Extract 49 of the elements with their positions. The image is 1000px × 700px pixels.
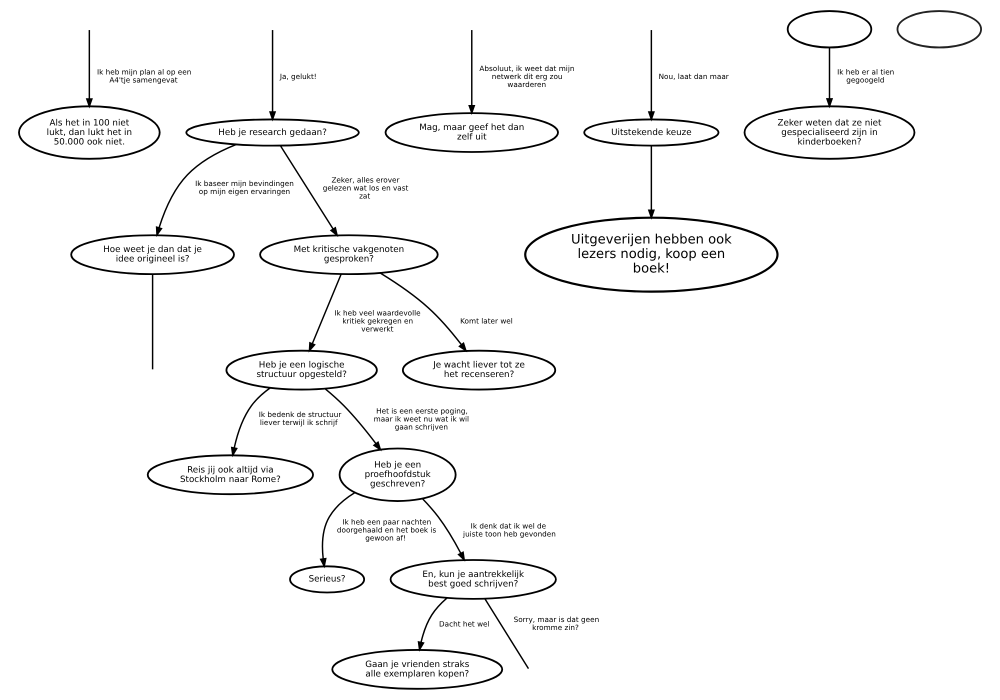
edge-label: Dacht het wel — [439, 620, 490, 629]
node-ellipse: En, kun je aantrekkelijk best goed schrijven? — [390, 559, 557, 600]
node-ellipse: Hoe weet je dan dat je idee origineel is? — [70, 234, 235, 276]
node-ellipse: Heb je research gedaan? — [185, 118, 360, 147]
node-ellipse: Gaan je vrienden straks alle exemplaren kopen? — [331, 649, 504, 690]
edge-label: Sorry, maar is dat geen kromme zin? — [514, 615, 600, 632]
connector — [484, 598, 530, 670]
edge-label: Ik heb er al tien gegoogeld — [837, 68, 894, 85]
node-ellipse: Zeker weten dat ze niet gespecialiseerd zijn in kinderboeken? — [744, 105, 916, 160]
arrow — [230, 387, 271, 458]
arrow — [422, 498, 466, 562]
arrow — [648, 30, 655, 122]
arrow — [280, 145, 338, 238]
arrow — [826, 47, 834, 108]
arrow — [468, 30, 476, 116]
arrow — [418, 598, 448, 652]
node-ellipse: Heb je een proefhoofdstuk geschreven? — [338, 448, 457, 502]
arrow — [320, 492, 356, 568]
node-ellipse: Serieus? — [289, 565, 366, 594]
arrow — [380, 272, 468, 352]
node-ellipse: Uitstekende keuze — [583, 118, 720, 147]
arrow — [156, 144, 237, 237]
edge-label: Ik baseer mijn bevindingen op mijn eigen ervaringen — [195, 179, 294, 196]
node-ellipse: Reis jij ook altijd via Stockholm naar Rome? — [146, 454, 314, 496]
edge-label: Ja, gelukt! — [280, 72, 317, 82]
node-ellipse — [786, 10, 872, 48]
edge-label: Zeker, alles erover gelezen wat los en vast zat — [322, 175, 408, 200]
edge-label: Absoluut, ik weet dat mijn netwerk dit erg zou waarderen — [479, 64, 574, 90]
arrow — [86, 30, 93, 108]
node-ellipse: Mag, maar geef het dan zelf uit — [384, 112, 559, 153]
edge-label: Ik heb mijn plan al op een A4'tje samengevat — [96, 68, 192, 85]
edge-label: Ik heb veel waardevolle kritiek gekregen en verwerkt — [334, 308, 421, 334]
arrow — [648, 146, 655, 220]
node-ellipse: Uitgeverijen hebben ook lezers nodig, koop een boek! — [524, 216, 779, 293]
connector — [152, 274, 154, 370]
edge-label: Ik heb een paar nachten doorgehaald en het boek is gewoon af! — [336, 518, 436, 543]
edge-label: Nou, laat dan maar — [658, 72, 729, 82]
node-ellipse — [896, 10, 982, 48]
arrow — [308, 274, 342, 353]
edge-label: Ik bedenk de structuur liever terwijl ik schrijf — [258, 410, 342, 427]
node-ellipse: Met kritische vakgenoten gesproken? — [259, 234, 439, 276]
arrow — [268, 30, 276, 122]
node-ellipse: Als het in 100 niet lukt, dan lukt het in 50.000 ook niet. — [18, 105, 161, 160]
edge-label: Het is een eerste poging, maar ik weet nu wat ik wil gaan schrijven — [374, 406, 470, 432]
edge-label: Komt later wel — [460, 316, 513, 326]
arrow — [324, 388, 382, 452]
node-ellipse: Heb je een logische structuur opgesteld? — [226, 350, 378, 390]
edge-label: Ik denk dat ik wel de juiste toon heb gevonden — [463, 521, 556, 538]
node-ellipse: Je wacht liever tot ze het recenseren? — [402, 350, 556, 390]
